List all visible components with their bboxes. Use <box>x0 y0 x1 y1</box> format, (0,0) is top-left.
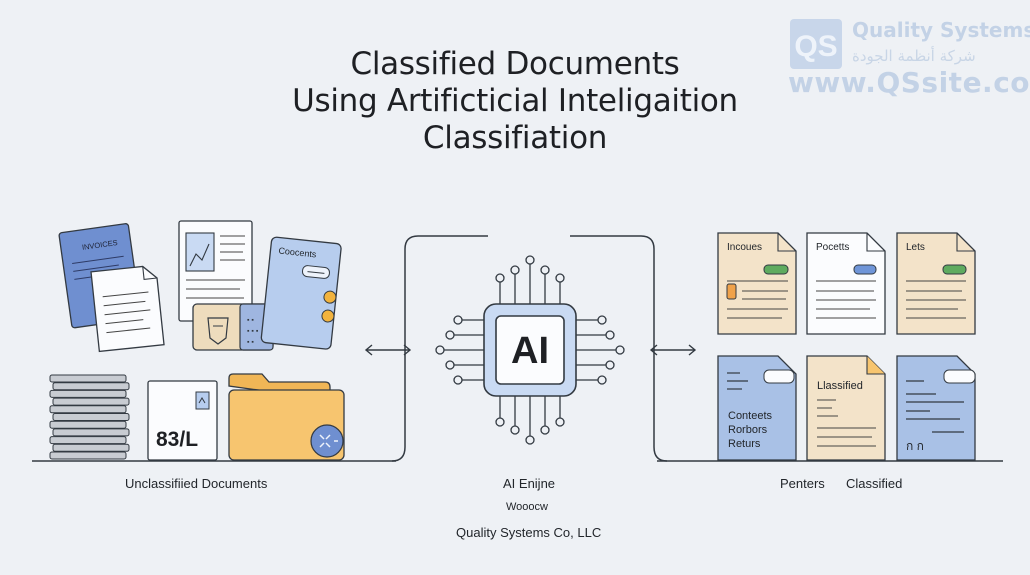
chip-pin-node <box>605 330 615 340</box>
chip-pin-node <box>435 345 445 355</box>
paper-sheet <box>49 436 127 445</box>
contents-doc-line-3: Returs <box>728 438 761 450</box>
chip-pin-node <box>510 425 520 435</box>
contents-card-icon: Coocents <box>260 236 342 350</box>
svg-text:▪ ▪: ▪ ▪ <box>247 317 254 324</box>
company-label: Quality Systems Co, LLC <box>456 525 602 540</box>
id-card-icon: ▪ ▪ ▪ ▪ ▪ ▪ ▪ <box>192 303 274 351</box>
chip-pin-node <box>495 273 505 283</box>
chip-pin-node <box>540 265 550 275</box>
paper-sheet <box>52 428 130 437</box>
paper-sheet <box>49 389 127 398</box>
right-bracket-line <box>570 235 668 462</box>
lets-doc-label: Lets <box>906 242 925 253</box>
page-title: Classified Documents Using Artificticial… <box>215 46 815 157</box>
chip-pin-node <box>445 360 455 370</box>
paper-sheet <box>52 382 130 391</box>
brand-name: Quality Systems <box>852 18 1030 42</box>
blue-text-document-icon: ก ก <box>896 355 976 461</box>
chart-report-document-icon <box>178 220 253 322</box>
paper-sheet <box>49 405 127 414</box>
chip-pin-node <box>525 255 535 265</box>
incoues-doc-label: Incoues <box>727 242 762 253</box>
ai-chip-pins <box>435 255 625 445</box>
lets-document-icon: Lets <box>896 232 976 335</box>
svg-text:▪ ▪ ▪: ▪ ▪ ▪ <box>247 328 259 335</box>
chip-pin-node <box>555 273 565 283</box>
paper-sheet <box>49 451 127 460</box>
title-line-3: Classifiation <box>422 120 608 156</box>
classified-label: Classified <box>846 476 903 491</box>
contents-doc-line-2: Rorbors <box>728 424 768 436</box>
left-bracket-line <box>391 235 488 462</box>
chip-pin-node <box>615 345 625 355</box>
chip-pin-node <box>540 425 550 435</box>
paper-sheet <box>49 420 127 429</box>
coded-document-icon: 83/L <box>147 380 218 461</box>
chip-pin-node <box>445 330 455 340</box>
contents-card-label: Coocents <box>278 246 317 260</box>
brand-arabic-name: شركة أنظمة الجودة <box>852 47 976 65</box>
contents-doc-line-1: Conteets <box>728 410 773 422</box>
unclassified-documents-label: Unclassifiied Documents <box>125 476 268 491</box>
pocetts-document-icon: Pocetts <box>806 232 886 335</box>
paper-sheet <box>52 443 130 452</box>
title-line-2: Using Artificticial Inteligaition <box>292 83 738 119</box>
contents-document-icon: Conteets Rorbors Returs <box>717 355 797 461</box>
svg-text:▪ ▪: ▪ ▪ <box>247 339 254 346</box>
brand-url: www.QSsite.com <box>788 66 1030 99</box>
chip-pin-node <box>453 315 463 325</box>
folder-icon <box>228 373 345 461</box>
llassified-document-icon: Llassified <box>806 355 886 461</box>
ai-chip-label: AI <box>511 330 549 372</box>
incoues-document-icon: Incoues <box>717 232 797 335</box>
chip-pin-node <box>597 315 607 325</box>
penters-label: Penters <box>780 476 825 491</box>
right-double-arrow-icon <box>649 344 697 356</box>
ai-engine-sublabel: Wooocw <box>506 501 548 513</box>
chip-pin-node <box>555 417 565 427</box>
ai-engine-label: AI Enijne <box>503 476 556 491</box>
paper-stack-icon <box>49 374 130 460</box>
chip-pin-node <box>453 375 463 385</box>
chip-pin-node <box>525 435 535 445</box>
text-document-icon <box>90 265 165 353</box>
chip-pin-node <box>597 375 607 385</box>
chip-pin-node <box>605 360 615 370</box>
title-line-1: Classified Documents <box>350 46 680 82</box>
pocetts-doc-label: Pocetts <box>816 242 849 253</box>
llassified-doc-label: Llassified <box>817 380 863 392</box>
paper-sheet <box>52 413 130 421</box>
left-double-arrow-icon <box>364 344 412 356</box>
blue-doc-squiggle: ก ก <box>906 439 924 453</box>
chip-pin-node <box>510 265 520 275</box>
brand-logo-letters: QS <box>794 30 837 63</box>
chip-pin-node <box>495 417 505 427</box>
ai-chip-icon: AI <box>483 303 577 397</box>
paper-sheet <box>52 397 130 406</box>
coded-document-text: 83/L <box>156 428 198 451</box>
brand-logo-icon: QS <box>790 19 842 69</box>
paper-sheet <box>49 374 127 383</box>
